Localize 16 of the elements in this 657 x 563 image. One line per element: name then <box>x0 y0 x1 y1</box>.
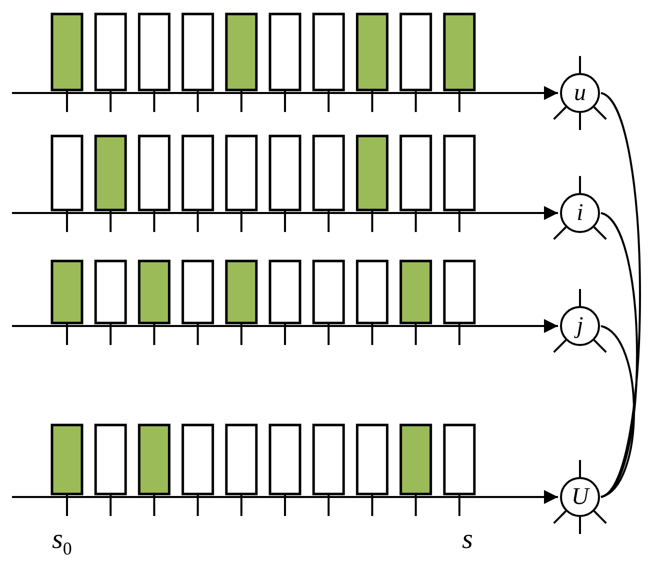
axis-label: s$_{0}$ <box>52 526 72 558</box>
timeline-arrow <box>12 86 558 100</box>
variable-circle <box>560 477 600 517</box>
variable-circle <box>560 73 600 113</box>
bracket-curve <box>600 325 635 498</box>
variable-label: i <box>576 201 584 225</box>
variable-circle <box>560 193 600 233</box>
axis-label: s <box>462 526 473 554</box>
bracket-curve <box>600 212 638 498</box>
timeline-arrow <box>12 206 558 220</box>
variable-label: j <box>576 314 584 338</box>
timeline-arrow <box>12 319 558 333</box>
timeline-arrow <box>12 490 558 504</box>
variable-label: U <box>571 485 589 509</box>
variable-circle <box>560 306 600 346</box>
variable-label: u <box>574 81 586 105</box>
